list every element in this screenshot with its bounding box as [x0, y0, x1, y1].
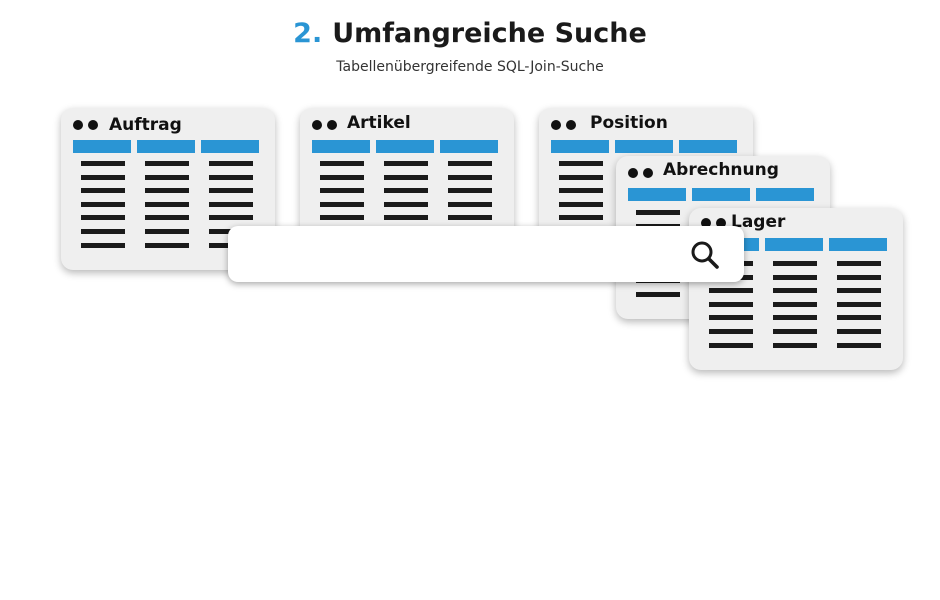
row-line — [209, 188, 253, 194]
row-line — [384, 215, 428, 221]
row-line — [448, 161, 492, 166]
row-line — [448, 215, 492, 221]
row-line — [448, 188, 492, 194]
row-line — [709, 328, 753, 334]
search-bar[interactable] — [228, 226, 744, 282]
row-line — [448, 201, 492, 207]
table-card-title: Auftrag — [109, 115, 182, 135]
row-line — [773, 274, 817, 280]
table-card-title: Abrechnung — [663, 160, 779, 180]
column-header-bar — [692, 188, 750, 201]
row-line — [636, 210, 680, 215]
column-header-bar — [765, 238, 823, 251]
row-line — [209, 161, 253, 166]
row-line — [81, 242, 125, 248]
row-line — [837, 301, 881, 307]
row-line — [145, 174, 189, 180]
row-line — [559, 174, 603, 180]
row-line — [773, 328, 817, 334]
table-card-title: Lager — [731, 212, 786, 232]
row-line — [384, 201, 428, 207]
row-line — [145, 161, 189, 166]
row-line — [709, 288, 753, 294]
row-line — [209, 201, 253, 207]
column-header-bar — [73, 140, 131, 153]
row-line — [81, 201, 125, 207]
row-line — [773, 261, 817, 266]
row-line — [320, 188, 364, 194]
column-header-bar — [137, 140, 195, 153]
row-line — [81, 188, 125, 194]
row-line — [709, 315, 753, 321]
column-header-bar — [679, 140, 737, 153]
row-line — [837, 328, 881, 334]
row-line — [837, 315, 881, 321]
row-line — [384, 188, 428, 194]
row-line — [145, 188, 189, 194]
row-line — [384, 174, 428, 180]
column-header-bar — [312, 140, 370, 153]
column-header-bar — [628, 188, 686, 201]
row-line — [448, 174, 492, 180]
row-line — [81, 215, 125, 221]
row-line — [320, 174, 364, 180]
row-line — [773, 315, 817, 321]
row-line — [145, 215, 189, 221]
column-header-bar — [201, 140, 259, 153]
row-line — [209, 174, 253, 180]
row-line — [145, 228, 189, 234]
row-line — [81, 228, 125, 234]
search-input[interactable] — [244, 236, 678, 274]
row-line — [559, 188, 603, 194]
window-dots-icon — [312, 120, 340, 130]
row-line — [837, 274, 881, 280]
row-line — [559, 215, 603, 221]
row-line — [837, 342, 881, 348]
row-line — [209, 215, 253, 221]
row-line — [636, 291, 680, 297]
window-dots-icon — [701, 218, 729, 228]
table-card-title: Artikel — [347, 113, 411, 133]
row-line — [837, 288, 881, 294]
page-heading: 2. Umfangreiche Suche — [0, 18, 940, 49]
table-card-title: Position — [590, 113, 668, 133]
window-dots-icon — [628, 168, 656, 178]
row-line — [320, 215, 364, 221]
row-line — [709, 342, 753, 348]
row-line — [709, 301, 753, 307]
column-header-bar — [376, 140, 434, 153]
row-line — [145, 201, 189, 207]
column-header-bar — [829, 238, 887, 251]
row-line — [320, 201, 364, 207]
column-rows — [837, 261, 881, 356]
row-line — [145, 242, 189, 248]
heading-title: Umfangreiche Suche — [332, 18, 647, 49]
row-line — [773, 301, 817, 307]
column-header-bar — [440, 140, 498, 153]
row-line — [81, 174, 125, 180]
table-card-auftrag: Auftrag — [61, 108, 275, 270]
column-header-bar — [551, 140, 609, 153]
search-icon[interactable] — [688, 238, 722, 272]
row-line — [320, 161, 364, 166]
column-rows — [81, 161, 125, 256]
row-line — [837, 261, 881, 266]
row-line — [559, 161, 603, 166]
row-line — [773, 288, 817, 294]
row-line — [559, 201, 603, 207]
row-line — [773, 342, 817, 348]
column-header-bar — [756, 188, 814, 201]
page-subtitle: Tabellenübergreifende SQL-Join-Suche — [336, 59, 604, 75]
heading-number: 2. — [293, 18, 323, 49]
window-dots-icon — [73, 120, 101, 130]
column-rows — [145, 161, 189, 256]
window-dots-icon — [551, 120, 579, 130]
column-header-bar — [615, 140, 673, 153]
row-line — [81, 161, 125, 166]
column-rows — [773, 261, 817, 356]
row-line — [384, 161, 428, 166]
